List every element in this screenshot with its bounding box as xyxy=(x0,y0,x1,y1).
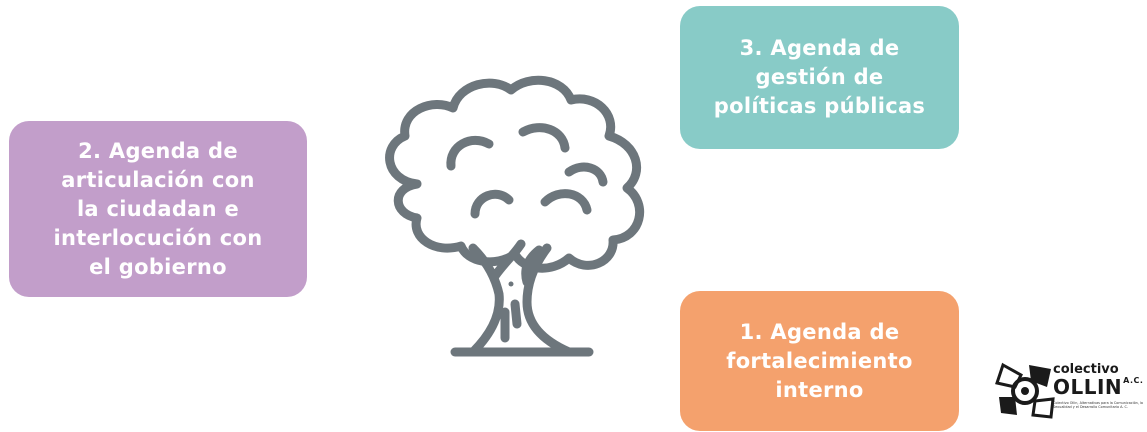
logo-tagline: Colectivo Ollin, Alternativas para la Co… xyxy=(1053,401,1144,409)
agenda-card-1-label: 1. Agenda de fortalecimiento interno xyxy=(726,319,913,402)
ollin-logo-icon xyxy=(995,362,1055,419)
agenda-card-2: 2. Agenda de articulación con la ciudada… xyxy=(9,121,307,297)
agenda-card-3: 3. Agenda de gestión de políticas públic… xyxy=(680,6,959,149)
logo-line-2-text: OLLIN xyxy=(1053,375,1123,399)
logo-suffix: A.C. xyxy=(1123,376,1144,385)
tree-icon xyxy=(385,75,645,357)
logo-line-2: OLLINA.C. xyxy=(1053,375,1144,399)
agenda-card-3-label: 3. Agenda de gestión de políticas públic… xyxy=(713,36,926,118)
agenda-card-2-label: 2. Agenda de articulación con la ciudada… xyxy=(53,138,263,279)
ollin-logo-wordmark: colectivo OLLINA.C. xyxy=(1053,363,1143,397)
ollin-logo: colectivo OLLINA.C. Colectivo Ollin, Alt… xyxy=(993,357,1143,421)
logo-line-1: colectivo xyxy=(1053,362,1119,377)
agenda-card-1: 1. Agenda de fortalecimiento interno xyxy=(680,291,959,431)
